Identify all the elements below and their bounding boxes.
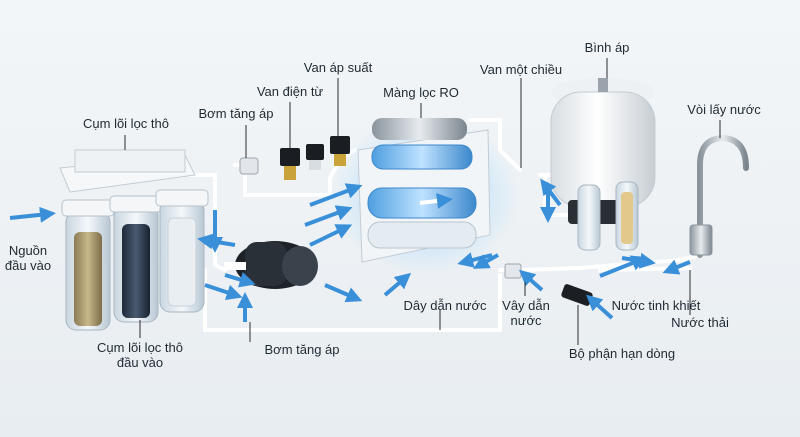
ro-internal-flow [419, 193, 453, 209]
label-coarse-filter-cluster: Cụm lõi lọc thô [83, 116, 169, 131]
label-booster-pump-top: Bơm tăng áp [198, 106, 274, 121]
label-ro-membrane: Màng lọc RO [383, 85, 459, 100]
label-pressure-valve: Van áp suất [303, 60, 373, 75]
label-pure-water: Nước tinh khiết [611, 298, 701, 313]
label-booster-pump-bottom: Bơm tăng áp [264, 342, 340, 357]
filter-housing-icon [61, 199, 115, 331]
flow-arrows [9, 178, 691, 322]
pump-icon [224, 241, 318, 289]
coarse-filter-cluster [59, 149, 209, 331]
label-check-valve: Van một chiều [479, 62, 563, 77]
label-pressure-tank: Bình áp [584, 40, 630, 55]
filter-housing-icon [155, 189, 209, 313]
label-coarse-filter-inlet: Cụm lõi lọc thô đầu vào [97, 340, 183, 370]
filter-housing-icon [109, 195, 163, 323]
tank-icon [550, 78, 656, 251]
label-source-inlet: Nguồn đầu vào [4, 243, 52, 273]
leader-lines [124, 58, 721, 345]
label-water-pipe: Dây dẫn nước [403, 298, 487, 313]
filter-housing-icon [577, 181, 639, 251]
flow-restrictor-icon [504, 263, 593, 306]
label-solenoid-valve: Van điện từ [256, 84, 324, 99]
label-flow-restrictor: Bộ phận hạn dòng [568, 346, 676, 361]
label-waste-water: Nước thải [671, 315, 729, 330]
faucet-icon [689, 134, 749, 258]
label-water-pipe-2: Vây dẫn nước [502, 298, 550, 328]
label-faucet: Vòi lấy nước [687, 102, 761, 117]
valve-icon [239, 136, 350, 180]
